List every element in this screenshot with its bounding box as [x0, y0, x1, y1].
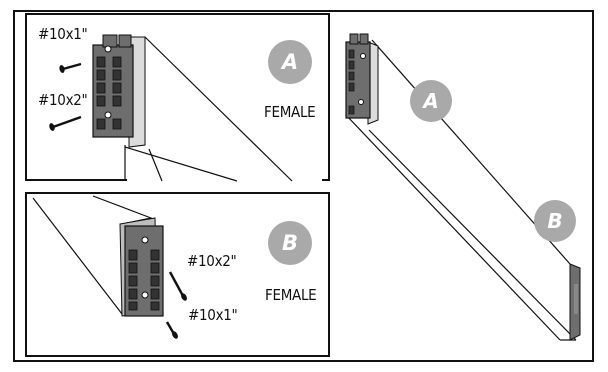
diagram-frame [13, 10, 594, 362]
screw-label-10x1: #10x1" [38, 25, 88, 43]
screw-icon [49, 115, 82, 131]
female-connector-a [92, 34, 134, 138]
screw-label-10x1: #10x1" [188, 306, 238, 324]
screw-icon [168, 271, 187, 301]
screw-label-10x2: #10x2" [187, 252, 237, 270]
board-edge [124, 146, 238, 182]
panel-a-drawing [49, 34, 322, 183]
panel-a-detail: #10x1" #10x2" A FEMALE [25, 13, 330, 183]
badge-b: B [268, 221, 312, 265]
female-label: FEMALE [264, 103, 316, 121]
screw-icon [59, 62, 82, 73]
female-connector-b [119, 217, 164, 317]
panel-b-detail: #10x2" #10x1" B FEMALE [25, 192, 330, 357]
female-label: FEMALE [265, 286, 317, 304]
assembly-badge-a: A [410, 80, 452, 122]
assembly-badge-b: B [534, 200, 576, 242]
screw-icon [165, 321, 178, 339]
panel-b-drawing [32, 195, 187, 339]
screw-label-10x2: #10x2" [38, 91, 88, 109]
badge-a: A [268, 40, 312, 84]
